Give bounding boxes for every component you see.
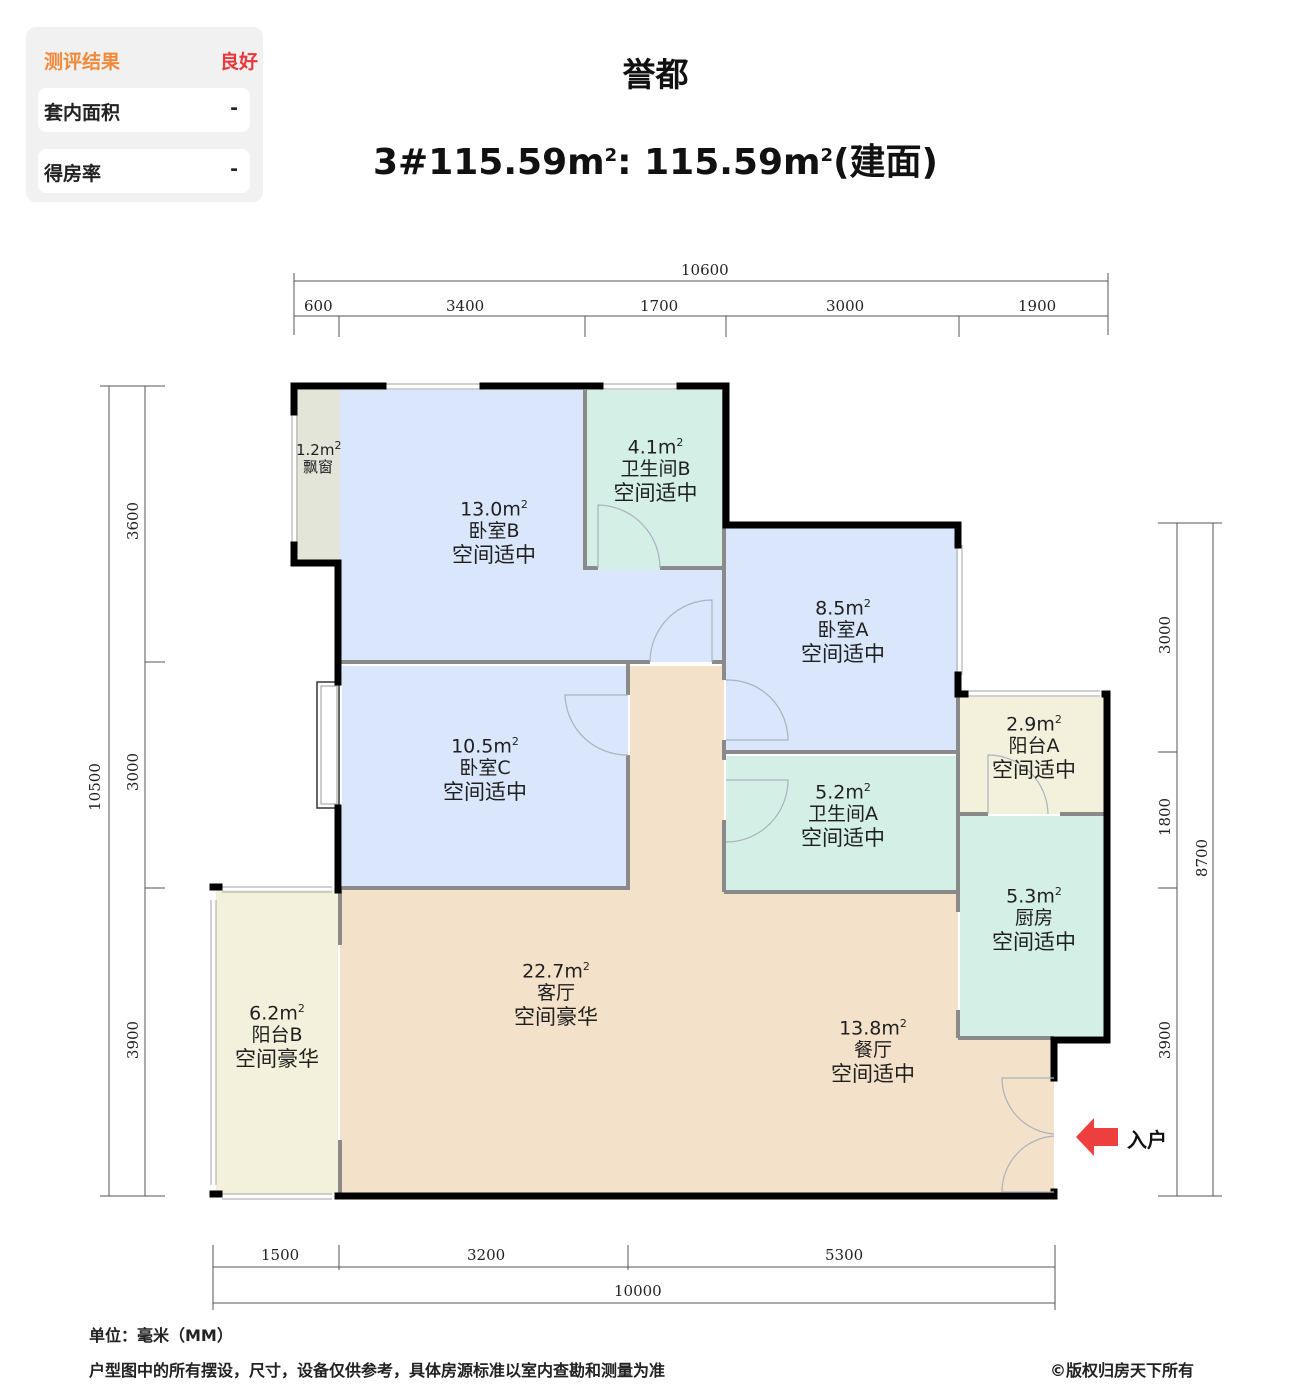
inner-area-value: - [230, 97, 238, 119]
room-bedroom-c: 10.5m2 卧室C 空间适中 [443, 735, 527, 805]
room-balcony-b: 6.2m2 阳台B 空间豪华 [235, 1002, 319, 1072]
dim-bottom-total: 10000 [614, 1282, 662, 1300]
windows [210, 383, 1100, 1200]
unit-title: 3#115.59m2: 115.59m2(建面) [372, 142, 938, 183]
efficiency-row: 得房率 - [38, 149, 250, 193]
dim-top-seg-5: 1900 [1018, 297, 1057, 315]
project-name: 誉都 [622, 55, 689, 94]
dim-left-seg-3: 3900 [124, 1020, 142, 1060]
room-kitchen: 5.3m2 厨房 空间适中 [992, 885, 1076, 955]
unit-note: 单位：毫米（MM） [89, 1326, 233, 1345]
dim-left-seg-1: 3600 [124, 501, 142, 541]
efficiency-label: 得房率 [44, 163, 102, 185]
dim-top-seg-1: 600 [304, 297, 333, 315]
dim-bottom-seg-1: 1500 [261, 1246, 300, 1264]
dim-bottom-seg-2: 3200 [467, 1246, 506, 1264]
dim-top-total: 10600 [681, 261, 729, 279]
evaluation-label: 测评结果 [44, 51, 121, 73]
dim-top-seg-2: 3400 [446, 297, 485, 315]
interior-walls [338, 390, 1105, 1194]
dimension-lines [100, 273, 1222, 1310]
dim-bottom-seg-3: 5300 [825, 1246, 864, 1264]
inner-area-label: 套内面积 [44, 102, 121, 124]
dim-top-seg-4: 3000 [826, 297, 865, 315]
room-dining-room: 13.8m2 餐厅 空间适中 [831, 1017, 915, 1087]
evaluation-header: 测评结果 良好 [44, 47, 258, 73]
room-bedroom-b: 13.0m2 卧室B 空间适中 [452, 498, 536, 568]
room-bedroom-a: 8.5m2 卧室A 空间适中 [801, 597, 885, 667]
entry-arrow-icon [1076, 1118, 1118, 1156]
room-bathroom-b: 4.1m2 卫生间B 空间适中 [613, 436, 698, 506]
dim-right-seg-3: 3900 [1156, 1020, 1174, 1060]
door-swings [564, 504, 1055, 1193]
room-balcony-a: 2.9m2 阳台A 空间适中 [992, 713, 1076, 783]
inner-area-row: 套内面积 - [38, 88, 250, 132]
room-fills [216, 390, 1105, 1194]
dim-left-total: 10500 [86, 763, 104, 811]
room-bathroom-a: 5.2m2 卫生间A 空间适中 [801, 781, 885, 851]
room-living-room: 22.7m2 客厅 空间豪华 [514, 960, 598, 1030]
copyright: ©版权归房天下所有 [1050, 1361, 1195, 1380]
disclaimer: 户型图中的所有摆设，尺寸，设备仅供参考，具体房源标准以室内查勘和测量为准 [89, 1361, 666, 1380]
dim-left-seg-2: 3000 [124, 752, 142, 792]
evaluation-result: 良好 [219, 51, 258, 73]
dim-right-total: 8700 [1193, 838, 1211, 878]
dim-right-seg-2: 1800 [1156, 797, 1174, 837]
dim-top-seg-3: 1700 [640, 297, 679, 315]
exterior-walls [209, 382, 1111, 1200]
efficiency-value: - [230, 158, 238, 180]
evaluation-card: 测评结果 良好 套内面积 - 得房率 - [26, 27, 263, 202]
entry-label: 入户 [1127, 1128, 1167, 1152]
dim-right-seg-1: 3000 [1156, 615, 1174, 655]
room-bay-window: 1.2m2 飘窗 [296, 439, 342, 477]
